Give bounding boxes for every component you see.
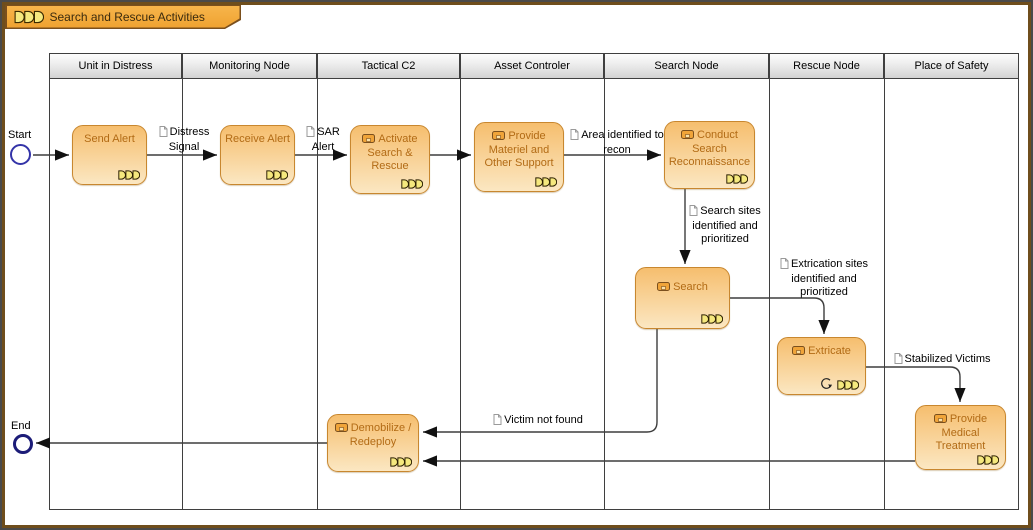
lane-label: Rescue Node bbox=[793, 60, 860, 72]
start-event[interactable] bbox=[10, 144, 31, 165]
activity-conduct-search-reconnaissance[interactable]: Conduct Search Reconnaissance bbox=[664, 121, 755, 189]
end-event[interactable] bbox=[13, 434, 33, 454]
activity-type-icon bbox=[837, 380, 860, 390]
lane-divider bbox=[884, 79, 885, 510]
activity-search[interactable]: Search bbox=[635, 267, 730, 329]
activity-type-icon bbox=[390, 457, 413, 467]
activity-extricate[interactable]: Extricate bbox=[777, 337, 866, 395]
flow-label-search-sites: Search sites identified and prioritized bbox=[681, 205, 769, 246]
activity-label: Search bbox=[673, 281, 708, 293]
activity-type-icon bbox=[701, 314, 724, 324]
diagram-title-tab[interactable]: Search and Rescue Activities bbox=[5, 4, 241, 29]
document-icon bbox=[306, 126, 315, 141]
document-icon bbox=[780, 258, 789, 273]
flow-label-stabilized-victims: Stabilized Victims bbox=[888, 353, 996, 368]
lane-label: Asset Controler bbox=[494, 60, 570, 72]
activity-label: Activate Search & Rescue bbox=[367, 133, 418, 172]
diagram-title: Search and Rescue Activities bbox=[49, 9, 205, 24]
lane-divider bbox=[460, 79, 461, 510]
activity-label: Send Alert bbox=[84, 133, 135, 145]
flow-label-text: Distress Signal bbox=[168, 126, 210, 153]
lane-divider bbox=[769, 79, 770, 510]
lane-divider bbox=[604, 79, 605, 510]
activity-send-alert[interactable]: Send Alert bbox=[72, 125, 147, 185]
document-icon bbox=[159, 126, 168, 141]
activity-provide-materiel[interactable]: Provide Materiel and Other Support bbox=[474, 122, 564, 192]
activity-receive-alert[interactable]: Receive Alert bbox=[220, 125, 295, 185]
activity-demobilize-redeploy[interactable]: Demobilize / Redeploy bbox=[327, 414, 419, 472]
lane-header-asset-controler[interactable]: Asset Controler bbox=[460, 53, 604, 79]
action-icon bbox=[681, 130, 694, 143]
activity-label: Provide Materiel and Other Support bbox=[484, 130, 554, 169]
document-icon bbox=[894, 353, 903, 368]
lane-header-place-of-safety[interactable]: Place of Safety bbox=[884, 53, 1019, 79]
lane-label: Tactical C2 bbox=[361, 60, 416, 72]
lane-header-tactical-c2[interactable]: Tactical C2 bbox=[317, 53, 460, 79]
document-icon bbox=[689, 205, 698, 220]
flow-label-text: Area identified to recon bbox=[581, 129, 664, 156]
end-event-label: End bbox=[11, 420, 31, 432]
activity-type-icon bbox=[118, 170, 141, 180]
activity-label: Extricate bbox=[808, 345, 851, 357]
lane-label: Unit in Distress bbox=[78, 60, 153, 72]
action-icon bbox=[362, 134, 376, 147]
flow-label-distress-signal: Distress Signal bbox=[152, 126, 216, 154]
action-icon bbox=[933, 414, 947, 427]
flow-label-extrication-sites: Extrication sites identified and priorit… bbox=[772, 258, 876, 299]
activity-diagram-icon bbox=[14, 10, 44, 24]
action-icon bbox=[334, 423, 348, 436]
action-icon bbox=[657, 282, 671, 295]
activity-label: Conduct Search Reconnaissance bbox=[668, 129, 751, 168]
flow-label-text: Stabilized Victims bbox=[904, 353, 991, 365]
lane-label: Search Node bbox=[654, 60, 719, 72]
start-event-label: Start bbox=[8, 129, 32, 141]
lane-header-rescue-node[interactable]: Rescue Node bbox=[769, 53, 884, 79]
lane-label: Place of Safety bbox=[914, 60, 989, 72]
activity-type-icon bbox=[726, 174, 749, 184]
activity-label: Receive Alert bbox=[225, 133, 290, 145]
activity-type-icon bbox=[266, 170, 289, 180]
lane-header-monitoring-node[interactable]: Monitoring Node bbox=[182, 53, 317, 79]
activity-label: Demobilize / Redeploy bbox=[349, 422, 412, 448]
flow-label-sar-alert: SAR Alert bbox=[301, 126, 345, 154]
lane-label: Monitoring Node bbox=[209, 60, 290, 72]
document-icon bbox=[493, 414, 502, 429]
activity-provide-medical-treatment[interactable]: Provide Medical Treatment bbox=[915, 405, 1006, 470]
flow-label-victim-not-found: Victim not found bbox=[488, 414, 588, 429]
activity-type-icon bbox=[401, 179, 424, 189]
lane-divider bbox=[317, 79, 318, 510]
action-icon bbox=[792, 346, 806, 359]
activity-activate-search-rescue[interactable]: Activate Search & Rescue bbox=[350, 125, 430, 194]
lane-header-search-node[interactable]: Search Node bbox=[604, 53, 769, 79]
lane-header-unit-in-distress[interactable]: Unit in Distress bbox=[49, 53, 182, 79]
flow-label-text: SAR Alert bbox=[311, 126, 340, 153]
lane-divider bbox=[182, 79, 183, 510]
document-icon bbox=[570, 129, 579, 144]
activity-type-icon bbox=[535, 177, 558, 187]
flow-label-area-recon: Area identified to recon bbox=[568, 129, 666, 157]
flow-label-text: Extrication sites identified and priorit… bbox=[790, 258, 869, 298]
action-icon bbox=[492, 131, 506, 144]
activity-label: Provide Medical Treatment bbox=[935, 413, 988, 452]
flow-label-text: Search sites identified and prioritized bbox=[692, 205, 761, 245]
flow-label-text: Victim not found bbox=[504, 414, 583, 426]
activity-type-icon bbox=[977, 455, 1000, 465]
loop-icon bbox=[818, 377, 833, 391]
